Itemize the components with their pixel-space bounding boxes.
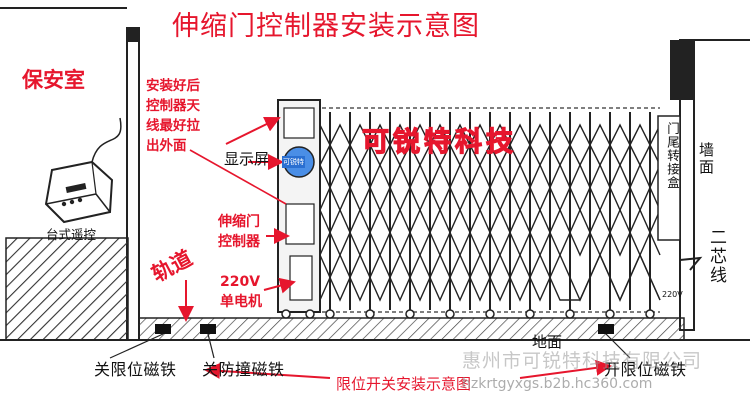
close-limit-magnet-icon	[155, 324, 171, 334]
guard-room-desk	[5, 237, 129, 341]
voltage-tag: 220V	[662, 290, 683, 299]
door-head-junction-box	[657, 115, 681, 241]
gate-wheels	[325, 309, 655, 319]
motor-arrow	[263, 277, 296, 294]
gate-posts	[329, 112, 651, 310]
limit-switch-arrow-right	[519, 359, 612, 379]
display-label: 显示屏	[224, 150, 270, 168]
anti-collision-magnet-icon	[200, 324, 216, 334]
open-limit-magnet-label: 开限位磁铁	[604, 360, 687, 379]
door-head-junction-label: 门尾转接盒	[665, 122, 680, 190]
ground-label: 地面	[532, 333, 563, 351]
limit-switch-arrow-left	[204, 362, 331, 379]
motor-label: 220V 单电机	[220, 274, 262, 310]
guard-room-label: 保安室	[22, 68, 85, 92]
watermark-company: 惠州市可锐特科技有限公司	[462, 350, 703, 372]
limit-switch-note: 限位开关安装示意图	[336, 375, 472, 393]
desk-remote-label: 台式遥控	[46, 227, 97, 242]
controller-label: 伸缩门 控制器	[218, 214, 260, 250]
antenna-note-arrow	[189, 149, 287, 205]
antenna-note: 安装好后 控制器天 线最好拉 出外面	[146, 78, 200, 154]
display-screen-text: 可锐特	[282, 156, 305, 168]
open-limit-magnet-icon	[598, 324, 614, 334]
wall-label: 墙面	[697, 142, 715, 176]
close-limit-magnet-label: 关限位磁铁	[94, 360, 177, 379]
antenna-arrow	[225, 116, 281, 145]
watermark-url: hzkrtgyxgs.b2b.hc360.com	[462, 376, 653, 392]
desk-remote-icon	[44, 117, 122, 224]
brand-label: 可锐特科技	[361, 126, 517, 158]
anti-collision-magnet-label: 关防撞磁铁	[202, 360, 285, 379]
guard-room-wall	[126, 27, 140, 341]
diagram-title: 伸缩门控制器安装示意图	[172, 11, 480, 42]
two-core-wire-label: 二芯线	[706, 228, 726, 285]
